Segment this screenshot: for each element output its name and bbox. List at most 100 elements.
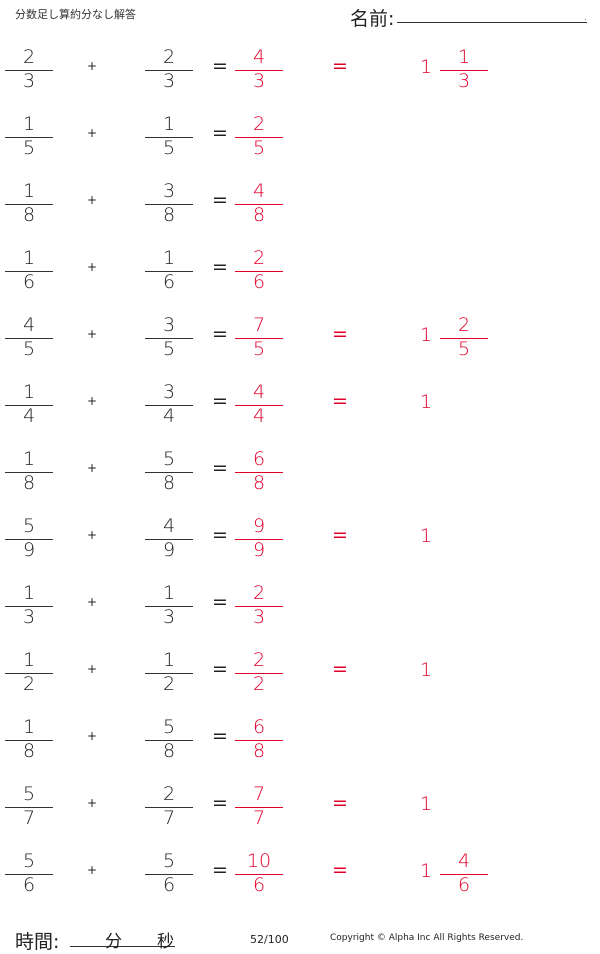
addend-2-fraction-numerator: 3: [162, 314, 176, 336]
sum-fraction-numerator: 6: [252, 448, 266, 470]
whole-number: 1: [420, 659, 433, 681]
addend-1-fraction-bar: [5, 204, 53, 205]
sum-fraction-bar: [235, 874, 283, 875]
sum-fraction-bar: [235, 539, 283, 540]
addend-2-fraction-numerator: 5: [162, 850, 176, 872]
addend-2-fraction-denominator: 5: [162, 338, 176, 360]
addend-1-fraction-denominator: 6: [22, 874, 36, 896]
name-field-line[interactable]: [397, 22, 587, 23]
sum-fraction-denominator: 3: [252, 606, 266, 628]
equals-sign: =: [212, 859, 228, 881]
addend-1-fraction-denominator: 3: [22, 70, 36, 92]
addend-1-fraction-denominator: 7: [22, 807, 36, 829]
equals-sign: =: [212, 122, 228, 144]
mixed-fraction-denominator: 6: [457, 874, 471, 896]
plus-sign: +: [87, 863, 98, 877]
addend-1-fraction-denominator: 5: [22, 338, 36, 360]
mixed-fraction-numerator: 4: [457, 850, 471, 872]
equals-sign: =: [212, 725, 228, 747]
sum-fraction-bar: [235, 673, 283, 674]
addend-2-fraction-bar: [145, 204, 193, 205]
addend-2-fraction-numerator: 4: [162, 515, 176, 537]
addend-2-fraction-bar: [145, 137, 193, 138]
equals-sign: =: [212, 792, 228, 814]
addend-2-fraction-numerator: 1: [162, 113, 176, 135]
addend-2-fraction-numerator: 5: [162, 448, 176, 470]
addend-2-fraction-numerator: 3: [162, 180, 176, 202]
sum-fraction-bar: [235, 405, 283, 406]
equals-sign: =: [212, 256, 228, 278]
addend-2-fraction-denominator: 6: [162, 271, 176, 293]
addend-1-fraction-bar: [5, 673, 53, 674]
addend-2-fraction-bar: [145, 740, 193, 741]
name-line-dot: .: [584, 13, 587, 22]
sum-fraction-denominator: 2: [252, 673, 266, 695]
sum-fraction-numerator: 2: [252, 247, 266, 269]
equals-sign: =: [212, 457, 228, 479]
sum-fraction-bar: [235, 137, 283, 138]
time-field-line[interactable]: [70, 946, 175, 947]
simplified-equals-sign: =: [332, 658, 348, 680]
sum-fraction-numerator: 4: [252, 180, 266, 202]
sum-fraction-bar: [235, 338, 283, 339]
mixed-fraction-denominator: 3: [457, 70, 471, 92]
sum-fraction-bar: [235, 606, 283, 607]
addend-1-fraction-bar: [5, 338, 53, 339]
addend-2-fraction-numerator: 5: [162, 716, 176, 738]
addend-2-fraction-bar: [145, 405, 193, 406]
addend-1-fraction-denominator: 5: [22, 137, 36, 159]
addend-1-fraction-numerator: 5: [22, 783, 36, 805]
sum-fraction-denominator: 8: [252, 740, 266, 762]
plus-sign: +: [87, 595, 98, 609]
sum-fraction-bar: [235, 740, 283, 741]
addend-2-fraction-bar: [145, 606, 193, 607]
addend-1-fraction-denominator: 6: [22, 271, 36, 293]
addend-2-fraction-bar: [145, 807, 193, 808]
sum-fraction-numerator: 7: [252, 783, 266, 805]
addend-1-fraction-bar: [5, 606, 53, 607]
mixed-fraction-bar: [440, 70, 488, 71]
addend-2-fraction-denominator: 3: [162, 70, 176, 92]
addend-1-fraction-bar: [5, 271, 53, 272]
equals-sign: =: [212, 390, 228, 412]
addend-2-fraction-numerator: 2: [162, 46, 176, 68]
addend-1-fraction-denominator: 8: [22, 472, 36, 494]
addend-2-fraction-numerator: 2: [162, 783, 176, 805]
sum-fraction-numerator: 10: [246, 850, 272, 872]
addend-1-fraction-bar: [5, 472, 53, 473]
mixed-fraction-bar: [440, 874, 488, 875]
plus-sign: +: [87, 327, 98, 341]
mixed-fraction-numerator: 2: [457, 314, 471, 336]
plus-sign: +: [87, 260, 98, 274]
addend-2-fraction-denominator: 2: [162, 673, 176, 695]
whole-number: 1: [420, 391, 433, 413]
addend-2-fraction-numerator: 1: [162, 649, 176, 671]
addend-1-fraction-numerator: 1: [22, 716, 36, 738]
addend-1-fraction-denominator: 9: [22, 539, 36, 561]
whole-number: 1: [420, 793, 433, 815]
sum-fraction-denominator: 4: [252, 405, 266, 427]
addend-1-fraction-numerator: 1: [22, 582, 36, 604]
addend-1-fraction-bar: [5, 807, 53, 808]
mixed-fraction-denominator: 5: [457, 338, 471, 360]
